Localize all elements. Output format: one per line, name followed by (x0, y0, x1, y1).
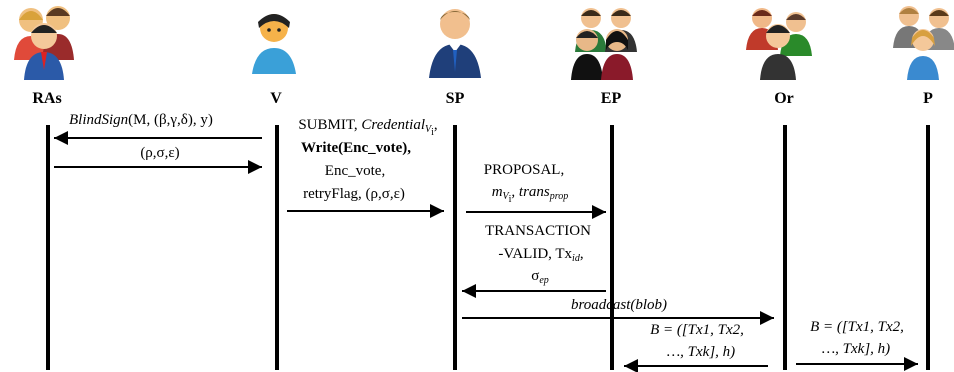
label-block-p-line2: …, Txk], h) (821, 341, 891, 357)
label-submit-line2: Write(Enc_vote), (300, 140, 412, 156)
lifeline-v (275, 125, 279, 370)
actor-or-icon (740, 0, 820, 80)
actor-p-icon (885, 0, 954, 80)
actor-label-ep: EP (600, 90, 622, 107)
label-block-ep-line2: …, Txk], h) (666, 344, 736, 360)
actor-sp-icon (415, 0, 495, 80)
label-block-ep-line1: B = ([Tx1, Tx2, (650, 322, 744, 338)
lifeline-ras (46, 125, 50, 370)
lifeline-sp (453, 125, 457, 370)
lifeline-p (926, 125, 930, 370)
label-blindsign: BlindSign(M, (β,γ,δ), y) (69, 112, 213, 128)
actor-label-v: V (270, 90, 282, 107)
lifeline-or (783, 125, 787, 370)
actor-ras-icon (6, 0, 86, 80)
label-transaction-line1: TRANSACTION (485, 223, 591, 239)
label-proposal-line2: mVi, transprop (491, 184, 569, 205)
label-transaction-line3: σep (531, 268, 549, 286)
lifeline-ep (610, 125, 614, 370)
actor-label-ras: RAs (32, 90, 62, 107)
actor-ep-icon (565, 0, 645, 80)
actor-v-icon (234, 0, 314, 80)
label-signature: (ρ,σ,ε) (140, 145, 180, 161)
actor-label-p: P (923, 90, 933, 107)
label-submit-line1: SUBMIT, CredentialVi, (298, 117, 438, 138)
label-broadcast: broadcast(blob) (570, 297, 668, 313)
label-block-p-line1: B = ([Tx1, Tx2, (810, 319, 904, 335)
label-submit-line4: retryFlag, (ρ,σ,ε) (303, 186, 405, 202)
actor-label-or: Or (774, 90, 794, 107)
label-proposal-line1: PROPOSAL, (483, 162, 565, 178)
actor-label-sp: SP (445, 90, 465, 107)
label-transaction-line2: -VALID, Txid, (498, 246, 584, 264)
label-submit-line3: Enc_vote, (324, 163, 386, 179)
